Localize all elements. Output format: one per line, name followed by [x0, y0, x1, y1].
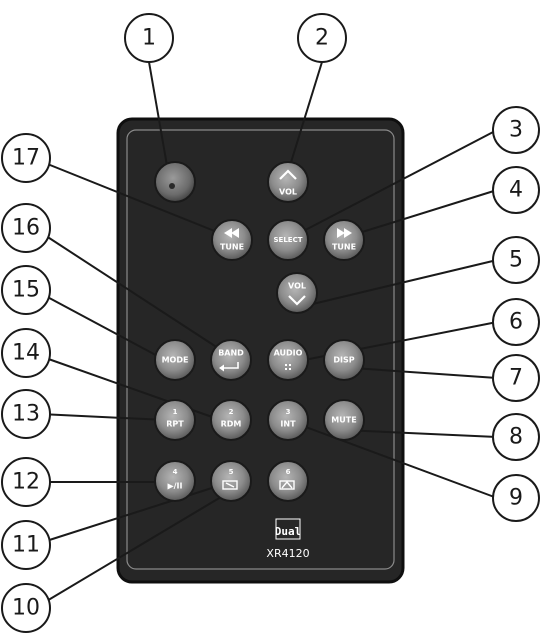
vol-up-label: VOL — [279, 188, 297, 197]
svg-text:10: 10 — [12, 596, 40, 621]
mute-label: MUTE — [331, 416, 356, 425]
callout-5: 5 — [492, 236, 540, 284]
callout-11: 11 — [1, 520, 51, 570]
mute-button[interactable]: MUTE — [323, 399, 365, 441]
model-number: XR4120 — [266, 547, 309, 560]
tune-forward-button[interactable]: TUNE — [323, 219, 365, 261]
audio-label: AUDIO — [274, 349, 303, 358]
disp-button[interactable]: DISP — [323, 339, 365, 381]
folder-up-digit: 6 — [286, 468, 291, 476]
select-label: SELECT — [274, 236, 303, 244]
callout-14: 14 — [1, 328, 51, 378]
rdm-label: RDM — [221, 420, 242, 429]
callout-10: 10 — [1, 583, 51, 633]
svg-text:7: 7 — [509, 366, 523, 391]
rewind-icon — [224, 228, 239, 238]
rpt-label: RPT — [166, 420, 184, 429]
vol-down-button[interactable]: VOL — [276, 272, 318, 314]
svg-text:1: 1 — [142, 26, 156, 51]
rpt-digit: 1 — [173, 408, 178, 416]
band-label: BAND — [218, 349, 244, 358]
svg-text:13: 13 — [12, 402, 40, 427]
tune-back-button[interactable]: TUNE — [211, 219, 253, 261]
select-button[interactable]: SELECT — [267, 219, 309, 261]
brand-logo-text: Dual — [275, 525, 302, 538]
brand-logo: Dual — [275, 518, 302, 540]
leader-7 — [337, 366, 498, 379]
svg-text:2: 2 — [315, 26, 329, 51]
power-button[interactable] — [154, 161, 196, 203]
chevron-down-icon — [288, 295, 306, 306]
chevron-up-icon — [279, 169, 297, 180]
leader-8 — [343, 429, 498, 438]
callout-13: 13 — [1, 389, 51, 439]
svg-text:16: 16 — [12, 216, 40, 241]
tune-forward-label: TUNE — [332, 243, 356, 252]
svg-text:5: 5 — [509, 248, 523, 273]
leader-9 — [294, 422, 498, 499]
callout-3: 3 — [492, 106, 540, 154]
callout-7: 7 — [492, 354, 540, 402]
svg-text:8: 8 — [509, 425, 523, 450]
int-digit: 3 — [286, 408, 291, 416]
int-button[interactable]: 3 INT — [267, 399, 309, 441]
svg-text:17: 17 — [12, 146, 40, 171]
audio-grid-icon — [285, 364, 291, 370]
callout-15: 15 — [1, 265, 51, 315]
play-pause-button[interactable]: 4 ▶/II — [154, 460, 196, 502]
leader-15 — [39, 292, 166, 361]
folder-down-icon — [222, 480, 238, 490]
callout-1: 1 — [124, 13, 174, 63]
callout-12: 12 — [1, 457, 51, 507]
audio-button[interactable]: AUDIO — [267, 339, 309, 381]
return-arrow-icon — [224, 362, 239, 369]
callout-16: 16 — [1, 203, 51, 253]
svg-text:3: 3 — [509, 118, 523, 143]
disp-label: DISP — [333, 356, 354, 365]
rdm-digit: 2 — [229, 408, 234, 416]
callout-4: 4 — [492, 166, 540, 214]
play-pause-label: ▶/II — [167, 482, 182, 491]
band-button[interactable]: BAND — [210, 339, 252, 381]
folder-down-button[interactable]: 5 — [210, 460, 252, 502]
svg-text:14: 14 — [12, 341, 40, 366]
remote-panel-border — [126, 129, 395, 570]
folder-down-digit: 5 — [229, 468, 234, 476]
svg-text:6: 6 — [509, 310, 523, 335]
return-arrowhead — [219, 364, 224, 372]
power-icon — [169, 183, 175, 189]
leader-17 — [39, 160, 223, 235]
callout-9: 9 — [492, 474, 540, 522]
tune-back-label: TUNE — [220, 243, 244, 252]
leader-2 — [287, 61, 323, 173]
leader-5 — [295, 259, 498, 309]
svg-text:9: 9 — [509, 486, 523, 511]
svg-text:4: 4 — [509, 178, 523, 203]
callout-6: 6 — [492, 298, 540, 346]
play-pause-digit: 4 — [173, 468, 178, 476]
callout-8: 8 — [492, 413, 540, 461]
vol-up-button[interactable]: VOL — [267, 161, 309, 203]
leader-10 — [39, 493, 227, 606]
mode-label: MODE — [162, 356, 189, 365]
folder-up-icon — [279, 480, 295, 490]
leader-16 — [39, 231, 219, 349]
leader-3 — [289, 129, 498, 239]
callouts: 1 2 3 4 5 6 7 8 9 10 11 12 13 14 15 16 1… — [1, 13, 540, 633]
callout-2: 2 — [297, 13, 347, 63]
callout-17: 17 — [1, 133, 51, 183]
svg-text:11: 11 — [12, 533, 40, 558]
fast-forward-icon — [337, 228, 352, 238]
mode-button[interactable]: MODE — [154, 339, 196, 381]
leader-13 — [39, 413, 167, 421]
svg-text:12: 12 — [12, 470, 40, 495]
leader-4 — [342, 189, 498, 239]
folder-up-button[interactable]: 6 — [267, 460, 309, 502]
int-label: INT — [280, 420, 296, 429]
svg-text:15: 15 — [12, 278, 40, 303]
rdm-button[interactable]: 2 RDM — [210, 399, 252, 441]
rpt-button[interactable]: 1 RPT — [154, 399, 196, 441]
vol-down-label: VOL — [288, 282, 306, 291]
